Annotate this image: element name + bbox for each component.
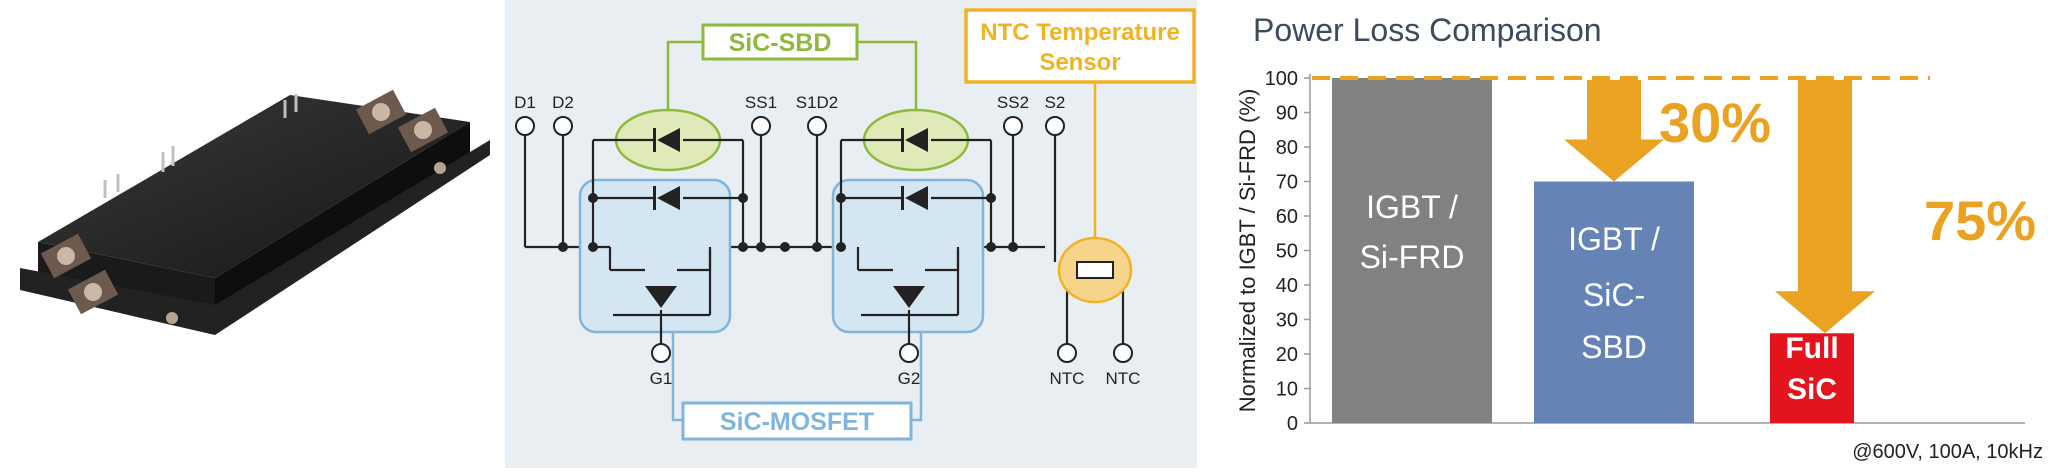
y-tick-label: 90 <box>1276 103 1298 125</box>
circuit-diagram: SiC-SBD NTC Temperature Sensor SiC-MOSFE… <box>505 0 1197 468</box>
y-tick-label: 80 <box>1276 137 1298 159</box>
y-tick-label: 70 <box>1276 172 1298 194</box>
mosfet-2-box <box>831 178 985 334</box>
circuit-schematic: SiC-SBD NTC Temperature Sensor SiC-MOSFE… <box>514 8 1196 441</box>
sbd-2-diode-symbol <box>905 128 928 152</box>
bar-3-label: Full <box>1785 332 1838 365</box>
y-tick-label: 50 <box>1276 241 1298 263</box>
pin-d1-label: D1 <box>514 93 536 112</box>
sbd-label-box <box>701 23 859 61</box>
bar-1-label: IGBT / <box>1366 189 1458 225</box>
bar-2 <box>1534 181 1694 423</box>
chart-plot-area: Normalized to IGBT / Si-FRD (%) 0 10 20 30 40… <box>1235 68 2043 463</box>
y-tick-label: 100 <box>1265 68 1298 90</box>
signal-pins <box>103 94 298 198</box>
sbd-label: SiC-SBD <box>729 29 832 57</box>
bar-2-label: IGBT / <box>1568 221 1660 257</box>
ntc-resistor <box>1076 261 1114 279</box>
pin-s2-label: S2 <box>1045 93 1066 112</box>
reduction-label-1: 30% <box>1659 91 1771 154</box>
y-axis-label: Normalized to IGBT / Si-FRD (%) <box>1235 89 1260 413</box>
pin-ntc-a-label: NTC <box>1050 369 1085 388</box>
module-housing <box>38 95 470 278</box>
mosfet-1-box <box>578 178 732 334</box>
y-tick-label: 60 <box>1276 206 1298 228</box>
bar-3 <box>1770 333 1854 423</box>
conditions-annotation: @600V, 100A, 10kHz <box>1852 441 2043 463</box>
bar-2-label: SBD <box>1581 329 1647 365</box>
y-tick-label: 30 <box>1276 310 1298 332</box>
pin-g1-label: G1 <box>650 369 673 388</box>
mosfet-1-diode <box>645 286 677 308</box>
bar-1-label: Si-FRD <box>1360 239 1465 275</box>
pin-ss1-label: SS1 <box>745 93 777 112</box>
ntc-label-line-1: NTC Temperature <box>980 19 1180 46</box>
body-diode-2-symbol <box>905 186 928 210</box>
ntc-label-line-2: Sensor <box>1039 49 1120 76</box>
power-loss-chart: Power Loss Comparison Normalized to IGBT… <box>1225 0 2048 475</box>
terminal-screws <box>40 89 449 315</box>
body-diode-1-symbol <box>657 186 680 210</box>
pin-s1d2-label: S1D2 <box>796 93 839 112</box>
y-tick-label: 20 <box>1276 344 1298 366</box>
mosfet-label: SiC-MOSFET <box>720 408 874 436</box>
bar-2-label: SiC- <box>1583 277 1645 313</box>
module-photo <box>0 0 500 475</box>
y-tick-label: 10 <box>1276 379 1298 401</box>
reduction-label-2: 75% <box>1924 189 2036 252</box>
reduction-arrow-2 <box>1775 80 1875 334</box>
mosfet-2-diode <box>893 286 925 308</box>
sbd-1-diode-symbol <box>657 128 680 152</box>
pin-ss2-label: SS2 <box>997 93 1029 112</box>
y-tick-label: 40 <box>1276 275 1298 297</box>
chart-title: Power Loss Comparison <box>1253 12 1602 48</box>
mosfet-label-box <box>681 401 913 441</box>
pin-g2-label: G2 <box>898 369 921 388</box>
ntc-label-box <box>964 8 1196 84</box>
pin-ntc-b-label: NTC <box>1106 369 1141 388</box>
bar-3-label: SiC <box>1787 373 1837 406</box>
power-module-image <box>20 89 490 335</box>
y-tick-label: 0 <box>1287 413 1298 435</box>
bar-1 <box>1332 78 1492 423</box>
pin-d2-label: D2 <box>552 93 574 112</box>
reduction-arrow-1 <box>1564 80 1664 182</box>
